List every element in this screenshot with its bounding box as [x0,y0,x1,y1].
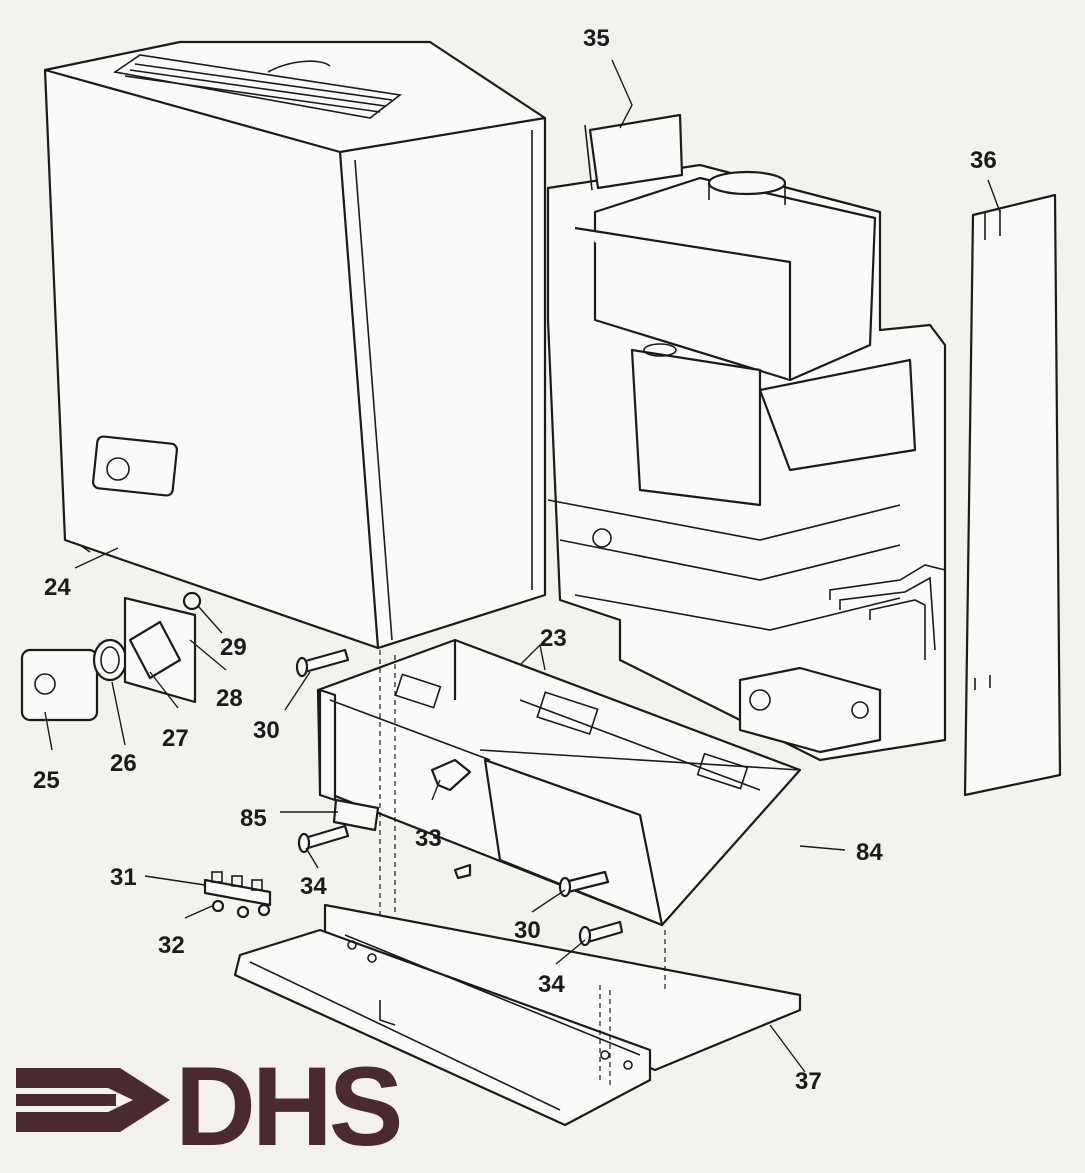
callout-24: 24 [44,574,71,601]
callout-30-upper: 30 [253,717,280,744]
callout-33: 33 [415,825,442,852]
callout-27: 27 [162,725,189,752]
callout-28: 28 [216,685,243,712]
callout-25: 25 [33,767,60,794]
outer-casing [43,40,547,650]
bottom-panel [233,903,802,1127]
callout-32: 32 [158,932,185,959]
chassis-frame [316,638,802,930]
top-grille [124,63,393,113]
callout-31: 31 [110,864,137,891]
callout-36: 36 [970,147,997,174]
callout-85: 85 [240,805,267,832]
callout-37: 37 [795,1068,822,1095]
callout-35: 35 [583,25,610,52]
callout-26: 26 [110,750,137,777]
callout-labels: 24 25 26 27 28 29 30 31 32 33 85 34 30 3… [33,25,997,1095]
side-bracket [584,113,684,191]
fixings [203,648,624,947]
callout-30-lower: 30 [514,917,541,944]
side-panel [963,193,1062,797]
boiler-assembly [546,163,947,762]
callout-29: 29 [220,634,247,661]
leader-lines [44,59,1001,1073]
arrow-logo-icon [16,1068,170,1132]
callout-23: 23 [540,625,567,652]
callout-34-right: 34 [538,971,565,998]
callout-34-left: 34 [300,873,327,900]
dhs-logo: DHS [16,1044,404,1169]
logo-text: DHS [175,1044,400,1169]
callout-84: 84 [856,839,883,866]
control-window-assembly [20,591,202,722]
